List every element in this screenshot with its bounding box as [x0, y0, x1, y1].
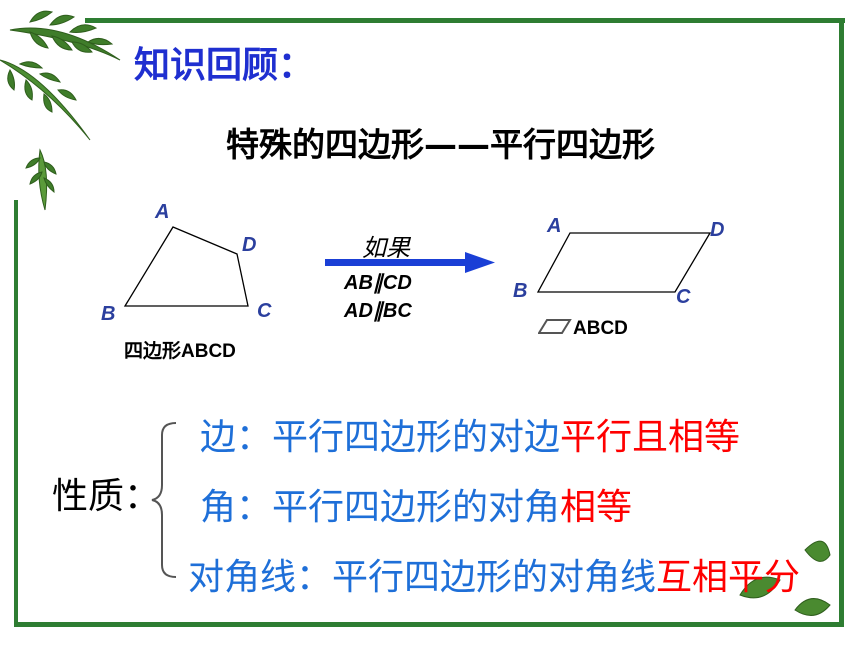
property-angles-text: 角：平行四边形的对角: [200, 487, 561, 528]
condition-ab-cd: AB∥CD: [344, 272, 412, 294]
quad-label-d: D: [242, 234, 257, 256]
property-diagonals: 对角线：平行四边形的对角线互相平分: [188, 548, 800, 600]
properties-label: 性质：: [52, 476, 161, 517]
frame-left-line: [14, 200, 18, 625]
quad-label-b: B: [101, 303, 116, 325]
leaves-decoration-bottom-right: [739, 540, 831, 616]
para-label-a: A: [547, 215, 562, 237]
frame-bottom-line: [14, 622, 844, 627]
slide-title: 知识回顾：: [134, 45, 315, 86]
para-label-c: C: [676, 286, 691, 308]
property-diagonals-highlight: 互相平分: [656, 557, 801, 598]
implication-arrow: [325, 252, 495, 273]
property-sides: 边：平行四边形的对边平行且相等: [200, 408, 740, 460]
quadrilateral-figure: [123, 226, 249, 307]
condition-ad-bc: AD∥BC: [344, 300, 412, 322]
quad-caption: 四边形ABCD: [124, 341, 236, 362]
para-label-b: B: [513, 280, 528, 302]
para-label-d: D: [710, 219, 725, 241]
property-sides-text: 边：平行四边形的对边: [200, 417, 561, 458]
parallelogram-figure: [536, 232, 712, 293]
parallelogram-caption: ABCD: [573, 318, 628, 339]
property-angles: 角：平行四边形的对角相等: [200, 478, 632, 530]
quad-label-a: A: [155, 201, 170, 223]
frame-right-line: [839, 18, 844, 625]
frame-top-line: [85, 18, 845, 23]
parallelogram-symbol-icon: [538, 319, 572, 334]
quad-label-c: C: [257, 300, 272, 322]
fern-leaves-decoration: [0, 10, 121, 211]
curly-brace: [151, 422, 177, 578]
if-text: 如果: [362, 234, 410, 262]
property-diagonals-text: 对角线：平行四边形的对角线: [188, 557, 657, 598]
property-sides-highlight: 平行且相等: [560, 417, 741, 458]
slide-subtitle: 特殊的四边形——平行四边形: [226, 125, 655, 164]
property-angles-highlight: 相等: [560, 487, 633, 528]
